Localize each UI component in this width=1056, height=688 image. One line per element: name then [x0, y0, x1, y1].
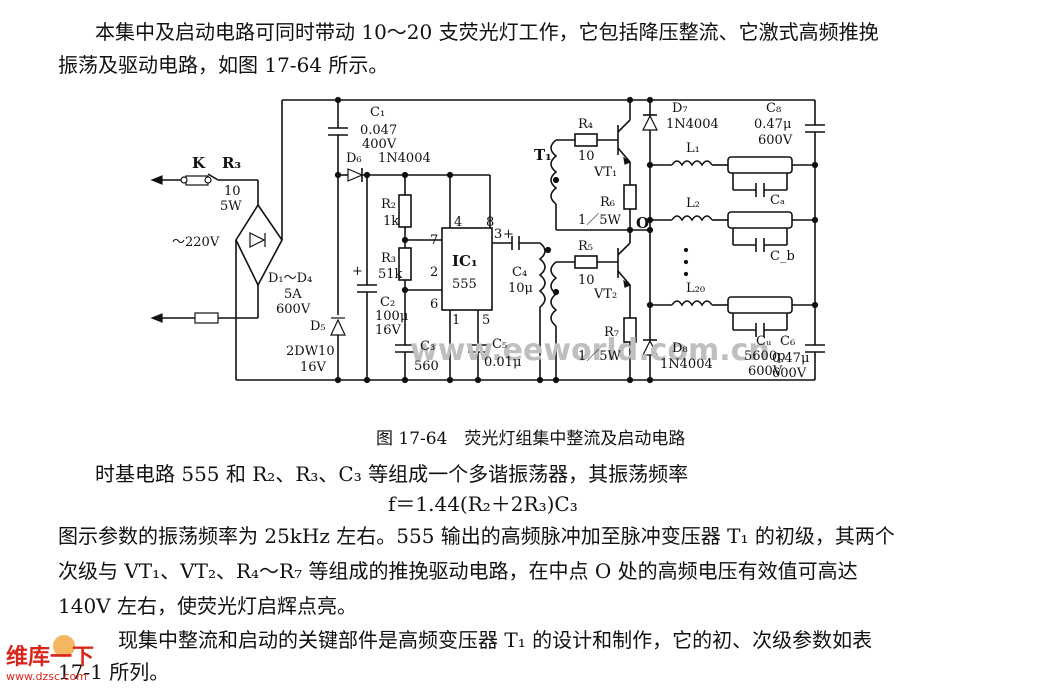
- label-ac-input: ～220V: [172, 235, 220, 250]
- paragraph-4-line-2: 17-1 所列。: [58, 660, 170, 684]
- label-cu-value-2: 600V: [748, 364, 783, 379]
- logo-text: 维库一下: [6, 644, 94, 670]
- label-r2: R₂: [381, 197, 396, 212]
- label-r7-value: 1／5W: [578, 349, 622, 364]
- label-bridge-value-1: 5A: [284, 287, 302, 302]
- label-node-o: O: [636, 214, 649, 232]
- label-r3: R₃: [222, 154, 241, 172]
- circuit-diagram: www.eeworld.com.cn K R₃ 10 5W ～220V D₁～D…: [150, 96, 825, 384]
- label-c8-value-1: 0.47μ: [754, 117, 791, 132]
- label-cu-value-1: 5600p: [744, 349, 785, 364]
- label-c6: C₆: [780, 334, 795, 349]
- paragraph-1-line-2: 振荡及驱动电路，如图 17-64 所示。: [58, 53, 389, 77]
- label-c2: C₂: [380, 295, 395, 310]
- label-c6-value-2: 600V: [772, 366, 807, 381]
- label-k: K: [192, 154, 206, 172]
- label-c8-value-2: 600V: [758, 133, 793, 148]
- label-pin-7: 7: [430, 233, 438, 248]
- label-r3-value-1: 10: [224, 184, 241, 199]
- label-d5-value-2: 16V: [300, 360, 327, 375]
- component-symbols: [150, 96, 819, 384]
- logo-emblem-icon: [53, 635, 75, 657]
- label-pin-6: 6: [430, 297, 438, 312]
- label-c4: C₄: [512, 265, 527, 280]
- label-r6-value: 1／5W: [578, 213, 622, 228]
- label-c2-plus: +: [352, 264, 363, 279]
- watermark-text: www.eeworld.com.cn: [410, 333, 770, 368]
- label-r6: R₆: [600, 195, 615, 210]
- label-l20: L₂₀: [686, 281, 705, 296]
- label-t1: T₁: [534, 146, 552, 164]
- label-c8: C₈: [766, 101, 781, 116]
- label-pin-4: 4: [454, 215, 462, 230]
- logo-url: www.dzsc.com: [6, 670, 87, 683]
- label-d6-value: 1N4004: [378, 151, 431, 166]
- label-bridge-value-2: 600V: [276, 302, 311, 317]
- label-bridge: D₁～D₄: [268, 271, 312, 286]
- site-logo: 维库一下 www.dzsc.com: [4, 632, 154, 684]
- label-c3-value: 560: [414, 359, 439, 374]
- label-l1: L₁: [686, 141, 700, 156]
- paragraph-3-line-2: 次级与 VT₁、VT₂、R₄～R₇ 等组成的推挽驱动电路，在中点 O 处的高频电…: [58, 559, 858, 583]
- label-c2-value-1: 100μ: [375, 309, 408, 324]
- label-r2-value: 1k: [383, 214, 399, 229]
- label-r4: R₄: [578, 117, 593, 132]
- label-c4-value: 10μ: [508, 281, 533, 296]
- label-cu: Cᵤ: [756, 334, 771, 349]
- label-r5-value: 10: [578, 273, 595, 288]
- label-d8-value: 1N4004: [660, 357, 713, 372]
- formula: f＝1.44(R₂＋2R₃)C₃: [388, 492, 578, 516]
- label-pin-2: 2: [430, 265, 438, 280]
- label-vt2: VT₂: [593, 287, 617, 302]
- label-pin-3: 3: [494, 227, 502, 242]
- label-d5-value-1: 2DW10: [286, 344, 335, 359]
- paragraph-1-line-1: 本集中及启动电路可同时带动 10～20 支荧光灯工作，它包括降压整流、它激式高频…: [95, 20, 879, 44]
- label-c5-value: 0.01μ: [484, 355, 521, 370]
- label-ca: Cₐ: [770, 193, 785, 208]
- label-c6-value-1: 0.47μ: [772, 351, 809, 366]
- label-c1-value-2: 400V: [362, 137, 397, 152]
- label-r5: R₅: [578, 239, 593, 254]
- label-pin-1: 1: [452, 313, 460, 328]
- label-c2-value-2: 16V: [375, 323, 402, 338]
- label-d7: D₇: [672, 101, 688, 116]
- component-labels: K R₃ 10 5W ～220V D₁～D₄ 5A 600V D₅ 2DW10 …: [172, 101, 809, 381]
- label-pin-5: 5: [482, 313, 490, 328]
- label-r3b: R₃: [381, 251, 396, 266]
- paragraph-3-line-3: 140V 左右，使荧光灯启辉点亮。: [58, 594, 357, 618]
- label-r7: R₇: [604, 325, 619, 340]
- label-cb: C_b: [770, 249, 795, 264]
- label-pin-8: 8: [486, 215, 494, 230]
- label-ic1-value: 555: [452, 277, 477, 292]
- label-vt1: VT₁: [593, 165, 617, 180]
- label-c1: C₁: [370, 105, 385, 120]
- label-c4-plus: +: [503, 227, 514, 242]
- label-c5: C₅: [492, 337, 507, 352]
- paragraph-3-line-1: 图示参数的振荡频率为 25kHz 左右。555 输出的高频脉冲加至脉冲变压器 T…: [58, 524, 895, 548]
- circuit-wires: [160, 99, 825, 381]
- label-d7-value: 1N4004: [666, 117, 719, 132]
- label-d5: D₅: [310, 319, 326, 334]
- label-c1-value-1: 0.047: [360, 123, 397, 138]
- label-c3: C₃: [420, 339, 435, 354]
- label-ic1: IC₁: [452, 252, 478, 270]
- paragraph-2: 时基电路 555 和 R₂、R₃、C₃ 等组成一个多谐振荡器，其振荡频率: [95, 462, 689, 486]
- label-r4-value: 10: [578, 149, 595, 164]
- label-r3b-value: 51k: [378, 267, 403, 282]
- paragraph-4-line-1: 现集中整流和启动的关键部件是高频变压器 T₁ 的设计和制作，它的初、次级参数如表: [118, 628, 873, 652]
- label-r3-value-2: 5W: [220, 199, 242, 214]
- label-l2: L₂: [686, 196, 700, 211]
- label-d8: D₈: [672, 341, 688, 356]
- figure-caption: 图 17-64 荧光灯组集中整流及启动电路: [376, 429, 686, 449]
- label-d6: D₆: [346, 151, 362, 166]
